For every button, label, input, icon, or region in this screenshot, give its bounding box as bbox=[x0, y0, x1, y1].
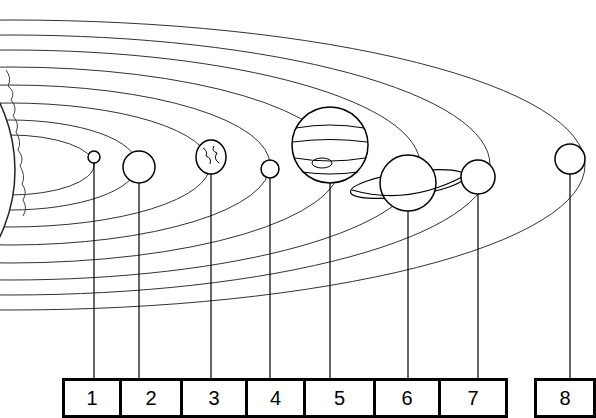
callout-number: 1 bbox=[86, 387, 97, 410]
callout-number: 8 bbox=[559, 387, 570, 410]
orbit bbox=[0, 50, 420, 280]
planet-texture bbox=[203, 146, 219, 164]
number-box: 2 bbox=[119, 378, 183, 418]
great-red-spot bbox=[312, 158, 332, 168]
number-box: 4 bbox=[245, 378, 306, 418]
leader-line bbox=[93, 163, 94, 378]
callout-number: 7 bbox=[467, 387, 478, 410]
planets bbox=[88, 107, 585, 211]
leader-line bbox=[329, 183, 330, 378]
planet bbox=[292, 107, 368, 183]
orbit bbox=[0, 20, 585, 310]
orbits bbox=[0, 20, 585, 310]
planet bbox=[461, 160, 495, 194]
number-box: 8 bbox=[534, 378, 596, 418]
leader-line bbox=[407, 211, 408, 378]
sun bbox=[0, 15, 26, 325]
number-box: 3 bbox=[180, 378, 248, 418]
callout-number: 2 bbox=[145, 387, 156, 410]
leader-line bbox=[138, 183, 139, 378]
orbit bbox=[0, 103, 210, 227]
planet bbox=[123, 151, 155, 183]
planet bbox=[196, 140, 226, 174]
number-box: 7 bbox=[438, 378, 508, 418]
orbit bbox=[0, 67, 340, 263]
callout-number: 4 bbox=[270, 387, 281, 410]
planet-bands bbox=[293, 125, 367, 174]
leader-line bbox=[477, 194, 478, 378]
number-box: 1 bbox=[62, 378, 122, 418]
orbit bbox=[0, 35, 490, 295]
planet bbox=[88, 151, 100, 163]
leader-line bbox=[269, 178, 270, 378]
sun-disc bbox=[0, 15, 15, 325]
leader-line bbox=[210, 174, 211, 378]
leader-line bbox=[569, 174, 570, 378]
callout-number: 3 bbox=[208, 387, 219, 410]
planet bbox=[261, 160, 279, 178]
orbit bbox=[0, 85, 270, 245]
callout-number: 6 bbox=[401, 387, 412, 410]
planet bbox=[380, 155, 436, 211]
leader-lines bbox=[94, 163, 570, 378]
number-box: 5 bbox=[303, 378, 376, 418]
saturn-ring-front bbox=[352, 176, 464, 196]
sun-texture bbox=[6, 70, 26, 216]
planet bbox=[555, 144, 585, 174]
callout-number: 5 bbox=[334, 387, 345, 410]
number-box: 6 bbox=[373, 378, 441, 418]
